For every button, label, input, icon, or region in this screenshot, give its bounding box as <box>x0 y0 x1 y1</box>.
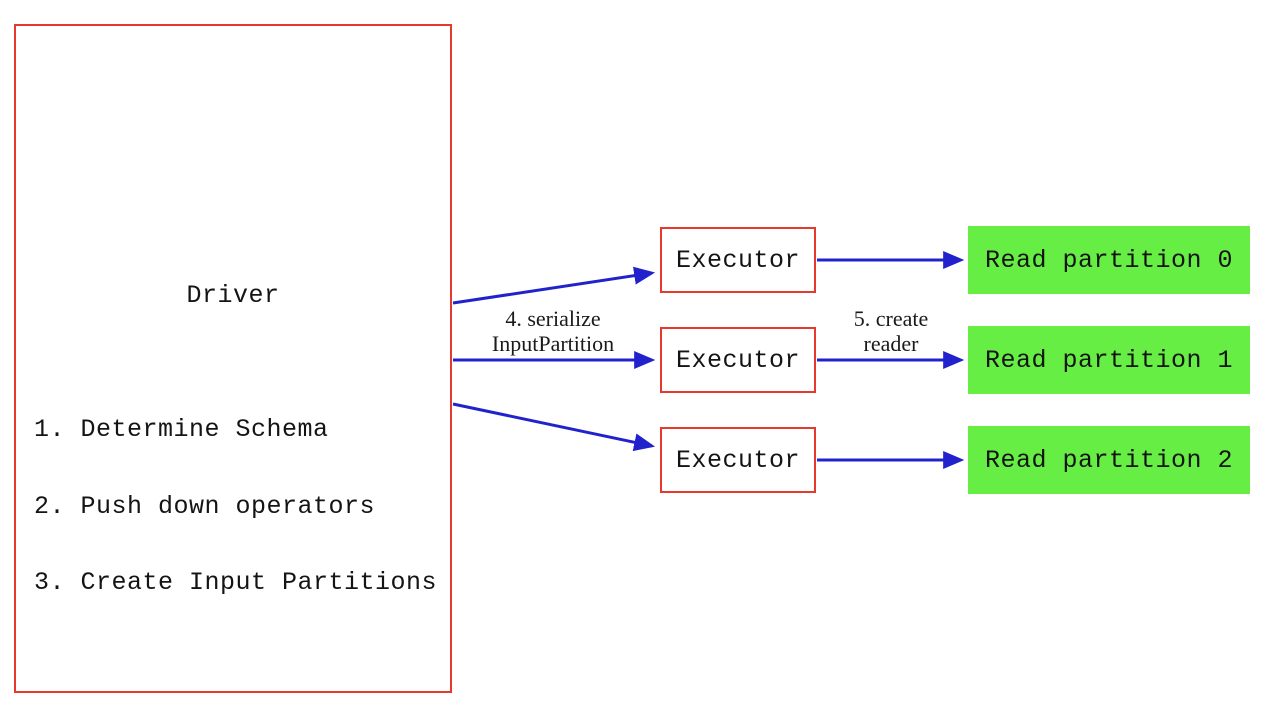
driver-step-1: 1. Determine Schema <box>34 415 329 444</box>
executor-box-0: Executor <box>660 227 816 293</box>
annotation-serialize-inputpartition: 4. serialize InputPartition <box>458 306 648 356</box>
annotation-create-reader: 5. create reader <box>812 306 970 356</box>
driver-step-2: 2. Push down operators <box>34 491 376 521</box>
read-partition-box-1: Read partition 1 <box>968 326 1250 394</box>
executor-box-1: Executor <box>660 327 816 393</box>
driver-step-3: 3. Create Input Partitions <box>34 568 438 597</box>
annotation-line: 4. serialize <box>505 306 601 331</box>
driver-step-list: 1. Determine Schema 2. Push down operato… <box>34 366 437 647</box>
read-partition-label: Read partition 2 <box>984 445 1234 475</box>
driver-box: Driver 1. Determine Schema 2. Push down … <box>14 24 452 693</box>
driver-title: Driver <box>186 281 280 310</box>
read-partition-box-2: Read partition 2 <box>968 426 1250 494</box>
annotation-line: InputPartition <box>491 331 615 356</box>
arrow-driver-to-executor-2 <box>452 402 656 452</box>
read-partition-label: Read partition 1 <box>984 345 1234 375</box>
read-partition-label: Read partition 0 <box>984 245 1234 275</box>
executor-label: Executor <box>675 445 801 475</box>
arrow-driver-to-executor-0 <box>452 266 656 305</box>
executor-label: Executor <box>675 245 801 275</box>
annotation-line: reader <box>863 331 919 356</box>
executor-label: Executor <box>675 345 801 375</box>
read-partition-box-0: Read partition 0 <box>968 226 1250 294</box>
annotation-line: 5. create <box>853 306 929 331</box>
executor-box-2: Executor <box>660 427 816 493</box>
